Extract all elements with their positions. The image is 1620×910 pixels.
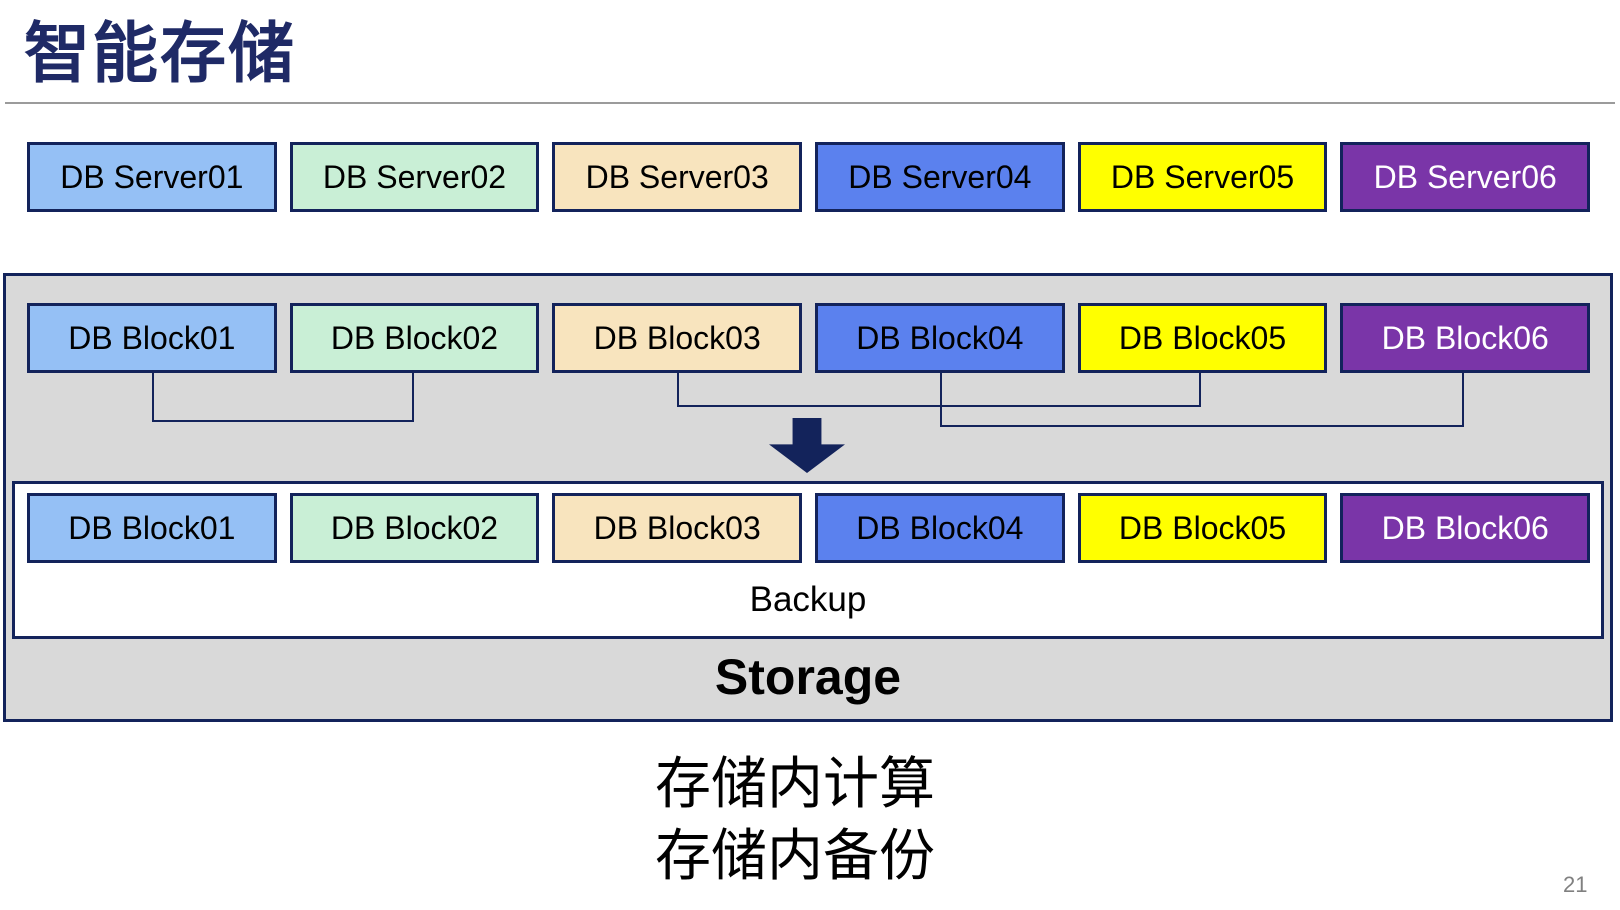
- db-block-bottom-box-db-block03: DB Block03: [552, 493, 803, 563]
- db-block-top-box-db-block05: DB Block05: [1077, 303, 1328, 373]
- db-server-box-db-server06: DB Server06: [1340, 142, 1591, 212]
- db-server-box-db-server01: DB Server01: [27, 142, 277, 212]
- backup-label: Backup: [749, 580, 867, 619]
- storage-label: Storage: [714, 649, 902, 705]
- caption-line-2: 存储内备份: [655, 824, 935, 887]
- page-title: 智能存储: [24, 16, 296, 90]
- db-block-top-box-db-block06: DB Block06: [1340, 303, 1591, 373]
- db-block-bottom-box-db-block04: DB Block04: [815, 493, 1065, 563]
- db-block-top-box-db-block04: DB Block04: [815, 303, 1065, 373]
- db-server-box-db-server02: DB Server02: [289, 142, 540, 212]
- db-server-box-db-server04: DB Server04: [815, 142, 1065, 212]
- db-server-box-db-server03: DB Server03: [552, 142, 803, 212]
- connector-block01-block02: [152, 372, 414, 422]
- db-block-top-box-db-block03: DB Block03: [552, 303, 803, 373]
- connector-block03-block05: [677, 372, 1201, 407]
- caption-text: 存储内计算 存储内备份: [655, 748, 935, 892]
- db-server-box-db-server05: DB Server05: [1077, 142, 1328, 212]
- db-block-top-box-db-block01: DB Block01: [27, 303, 277, 373]
- connector-block04-block06: [940, 372, 1464, 427]
- db-block-top-box-db-block02: DB Block02: [289, 303, 540, 373]
- caption-line-1: 存储内计算: [655, 752, 935, 815]
- db-block-bottom-box-db-block05: DB Block05: [1077, 493, 1328, 563]
- db-block-bottom-box-db-block06: DB Block06: [1340, 493, 1591, 563]
- backup-box: [12, 481, 1604, 639]
- title-divider-line: [5, 102, 1615, 104]
- page-number: 21: [1563, 872, 1588, 897]
- db-block-bottom-box-db-block02: DB Block02: [289, 493, 540, 563]
- db-block-bottom-box-db-block01: DB Block01: [27, 493, 277, 563]
